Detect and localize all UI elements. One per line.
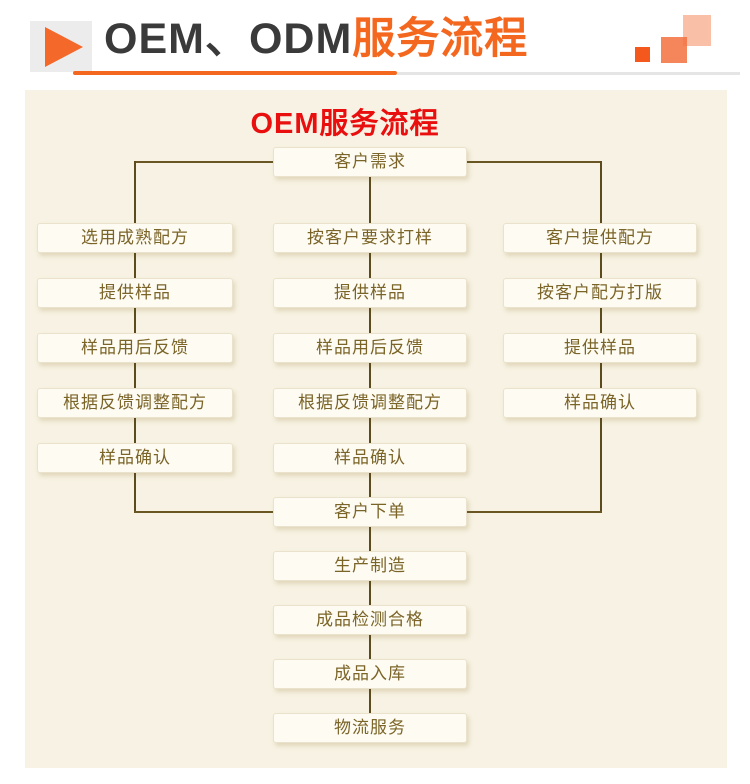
header-underline-accent xyxy=(73,71,397,75)
connector-line xyxy=(134,161,273,163)
connector-line xyxy=(600,253,602,278)
connector-line xyxy=(369,527,371,551)
play-icon xyxy=(30,21,92,72)
flow-node: 客户下单 xyxy=(273,497,467,527)
connector-line xyxy=(600,363,602,388)
flow-node: 物流服务 xyxy=(273,713,467,743)
flow-node: 样品确认 xyxy=(37,443,233,473)
connector-line xyxy=(369,363,371,388)
flow-node: 按客户要求打样 xyxy=(273,223,467,253)
flow-node: 按客户配方打版 xyxy=(503,278,697,308)
connector-line xyxy=(369,253,371,278)
flow-node: 成品检测合格 xyxy=(273,605,467,635)
connector-line xyxy=(134,418,136,443)
connector-line xyxy=(467,511,602,513)
flow-node: 根据反馈调整配方 xyxy=(273,388,467,418)
connector-line xyxy=(369,581,371,605)
flow-node: 样品用后反馈 xyxy=(273,333,467,363)
connector-line xyxy=(134,473,136,513)
flow-node: 样品确认 xyxy=(273,443,467,473)
connector-line xyxy=(600,308,602,333)
flowchart-panel: OEM服务流程 客户需求 选用成熟配方 提供样品 样品用后反馈 根据反馈调整配方… xyxy=(25,90,727,768)
connector-line xyxy=(134,161,136,223)
connector-line xyxy=(369,418,371,443)
connector-line xyxy=(369,177,371,223)
connector-line xyxy=(600,161,602,223)
flowchart-title: OEM服务流程 xyxy=(250,108,440,140)
flow-node: 成品入库 xyxy=(273,659,467,689)
connector-line xyxy=(134,253,136,278)
connector-line xyxy=(369,473,371,497)
header-underline-track xyxy=(397,72,740,75)
connector-line xyxy=(600,418,602,513)
flow-node: 样品用后反馈 xyxy=(37,333,233,363)
flow-node-customer-demand: 客户需求 xyxy=(273,147,467,177)
connector-line xyxy=(369,689,371,713)
play-triangle-icon xyxy=(45,27,83,67)
flow-node: 样品确认 xyxy=(503,388,697,418)
flow-node: 提供样品 xyxy=(503,333,697,363)
connector-line xyxy=(134,511,273,513)
flow-node: 选用成熟配方 xyxy=(37,223,233,253)
flow-node: 提供样品 xyxy=(37,278,233,308)
page-title-dark: OEM、ODM xyxy=(104,15,353,63)
connector-line xyxy=(369,308,371,333)
flow-node: 提供样品 xyxy=(273,278,467,308)
flow-node: 生产制造 xyxy=(273,551,467,581)
deco-square-medium xyxy=(661,37,687,63)
connector-line xyxy=(369,635,371,659)
flow-node: 客户提供配方 xyxy=(503,223,697,253)
connector-line xyxy=(134,308,136,333)
connector-line xyxy=(467,161,602,163)
deco-square-small xyxy=(635,47,650,62)
flow-node: 根据反馈调整配方 xyxy=(37,388,233,418)
page-title-orange: 服务流程 xyxy=(352,15,529,63)
deco-square-large xyxy=(683,15,711,46)
page-title: OEM、ODM服务流程 xyxy=(104,14,528,64)
connector-line xyxy=(134,363,136,388)
